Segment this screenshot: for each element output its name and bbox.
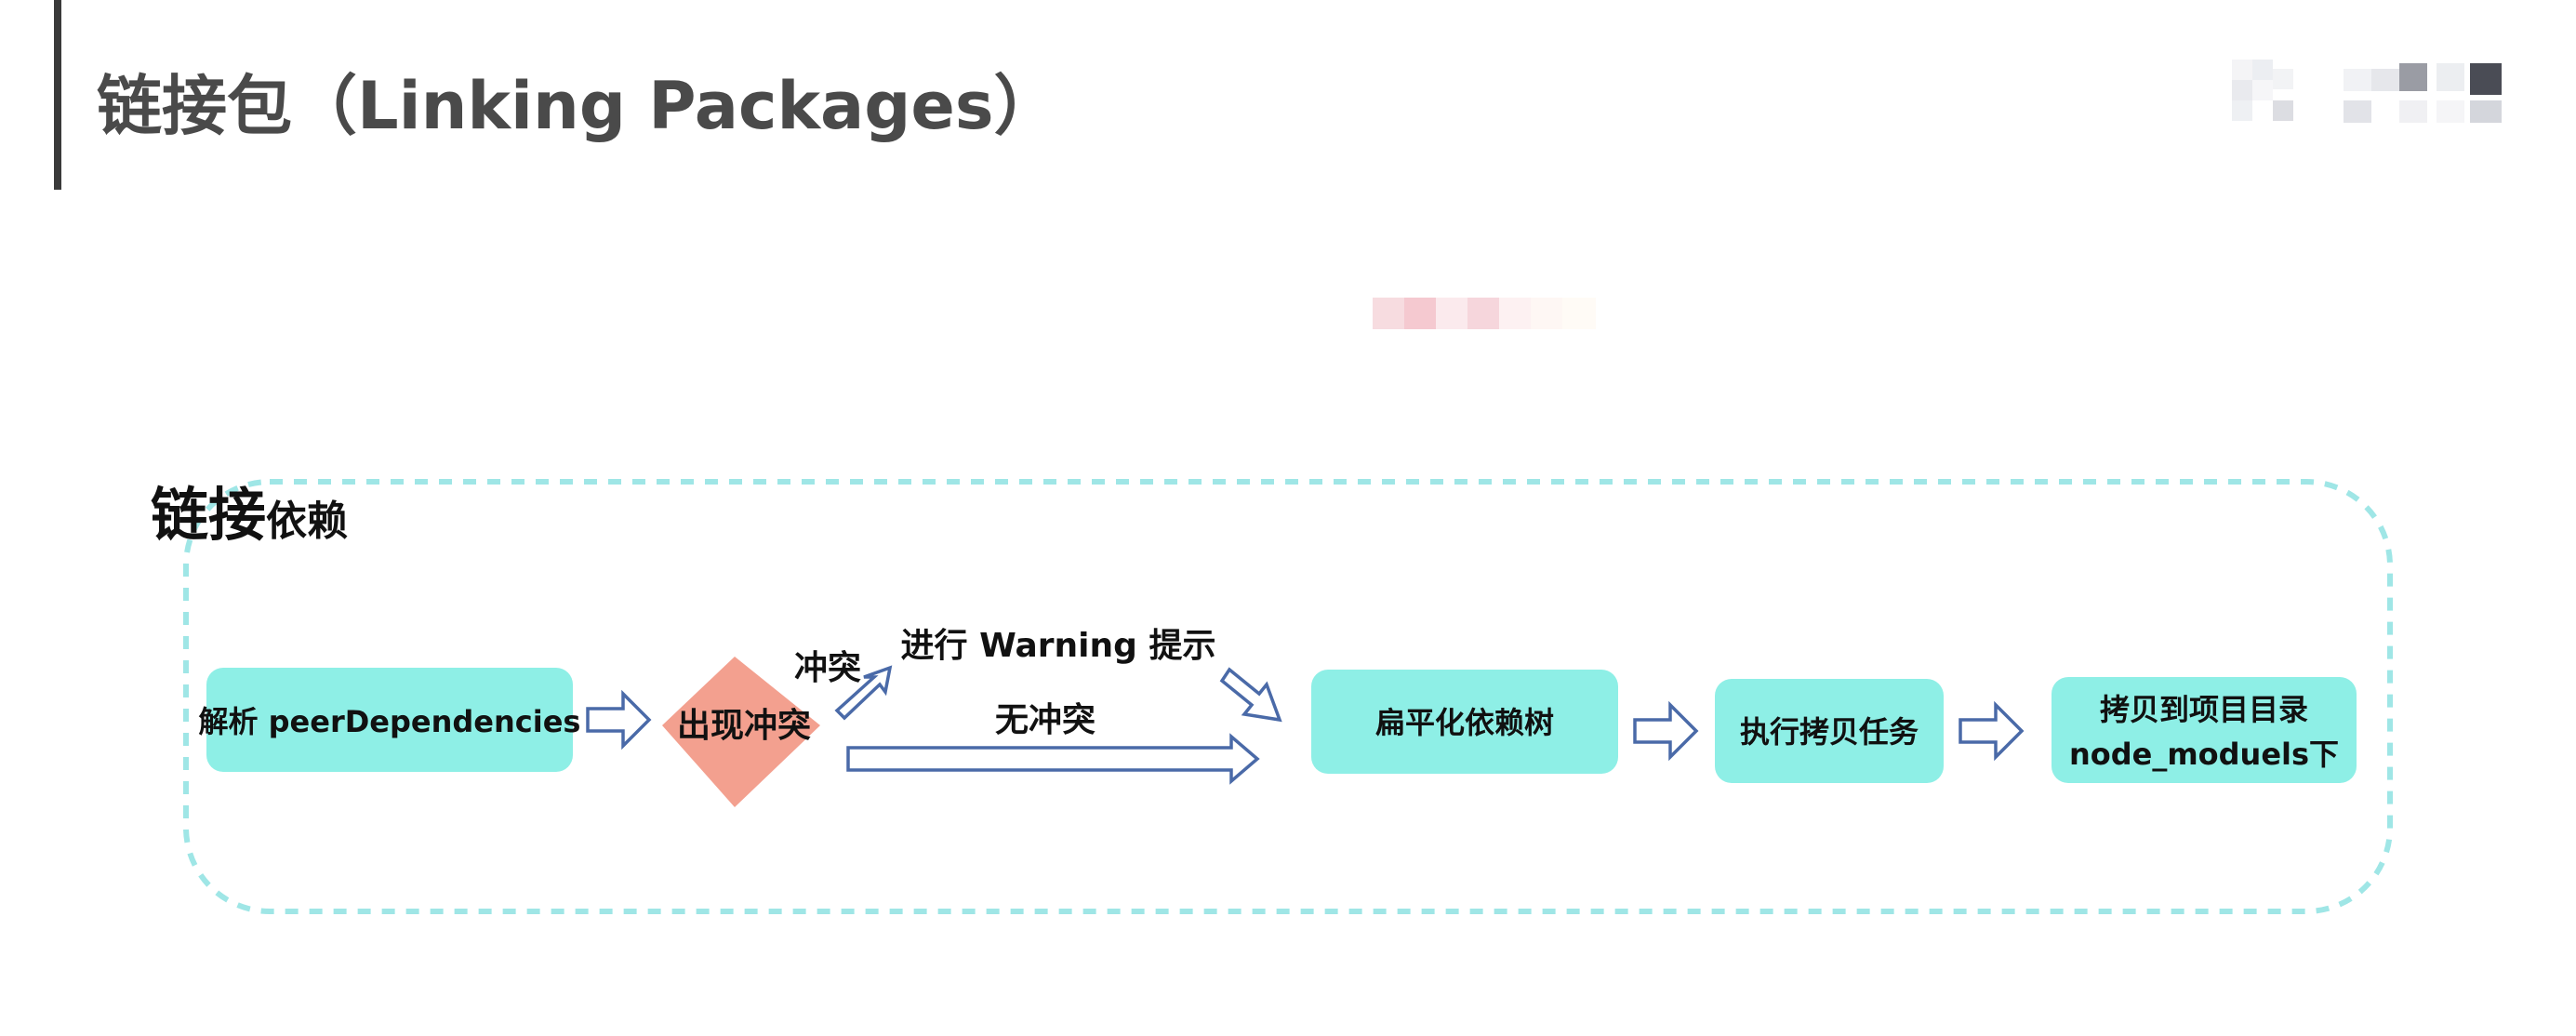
node-copy-task [1715,679,1944,783]
group-title-big: 链接 [151,481,266,549]
node-copy-task-label: 执行拷贝任务 [1740,714,1919,750]
arrow-warning-to-flatten [1219,667,1282,723]
title-accent-bar [54,0,61,190]
arrow-no-conflict-to-flatten [846,733,1260,785]
node-flatten [1311,670,1618,774]
edge-label-conflict: 冲突 [794,649,861,687]
arrow-copy-task-to-copy-dir [1959,700,2025,762]
node-flatten-label: 扁平化依赖树 [1375,705,1554,740]
edge-label-no-conflict: 无冲突 [995,701,1095,739]
node-copy-dir [2052,677,2357,783]
edge-label-warning: 进行 Warning 提示 [901,627,1216,665]
node-decision [662,657,820,807]
node-copy-dir-label-line1: 拷贝到项目目录 [2100,692,2308,727]
arrow-parse-to-decision [586,689,652,750]
node-decision-label: 出现冲突 [677,707,811,745]
node-copy-dir-label-line2: node_moduels下 [2069,737,2339,772]
group-container [183,479,2393,914]
logo-placeholder [2232,60,2502,123]
watermark-strip [1373,298,1596,329]
node-parse-label: 解析 peerDependencies [199,704,581,739]
node-parse [206,668,573,772]
arrow-conflict [834,665,893,721]
group-title-small: 依赖 [266,498,348,545]
arrow-flatten-to-copy-task [1633,700,1699,762]
group-title: 链接依赖 [151,481,348,549]
page-title: 链接包（Linking Packages） [97,68,1059,144]
